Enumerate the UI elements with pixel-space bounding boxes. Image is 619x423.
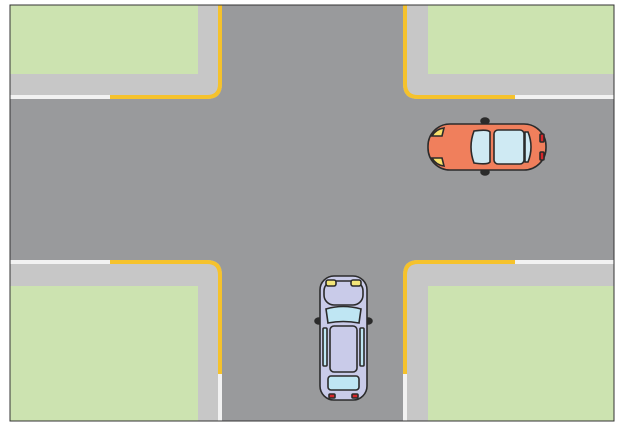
blue-car-headlight-right: [351, 280, 361, 286]
red-car-taillight-bottom: [540, 152, 544, 160]
red-car-rear-window: [525, 132, 531, 162]
red-car-taillight-top: [540, 134, 544, 142]
blue-car-headlight-left: [326, 280, 336, 286]
blue-car-taillight-left: [329, 394, 335, 398]
red-car-icon: [428, 118, 546, 175]
blue-car-windshield: [326, 307, 361, 324]
lawn-top-right: [428, 5, 614, 74]
lawn-bottom-right: [428, 286, 614, 421]
blue-car-rear-window: [328, 376, 359, 390]
blue-car-side-window-right: [360, 328, 364, 366]
red-car-windshield: [471, 130, 490, 164]
red-car-mirror-top: [481, 118, 489, 124]
blue-minivan-icon: [315, 276, 372, 400]
blue-car-taillight-right: [352, 394, 358, 398]
lawn-top-left: [10, 5, 198, 74]
red-car-roof-glass: [494, 130, 524, 164]
blue-car-side-window-left: [323, 328, 327, 366]
lawn-bottom-left: [10, 286, 198, 421]
blue-car-roof: [330, 326, 357, 372]
